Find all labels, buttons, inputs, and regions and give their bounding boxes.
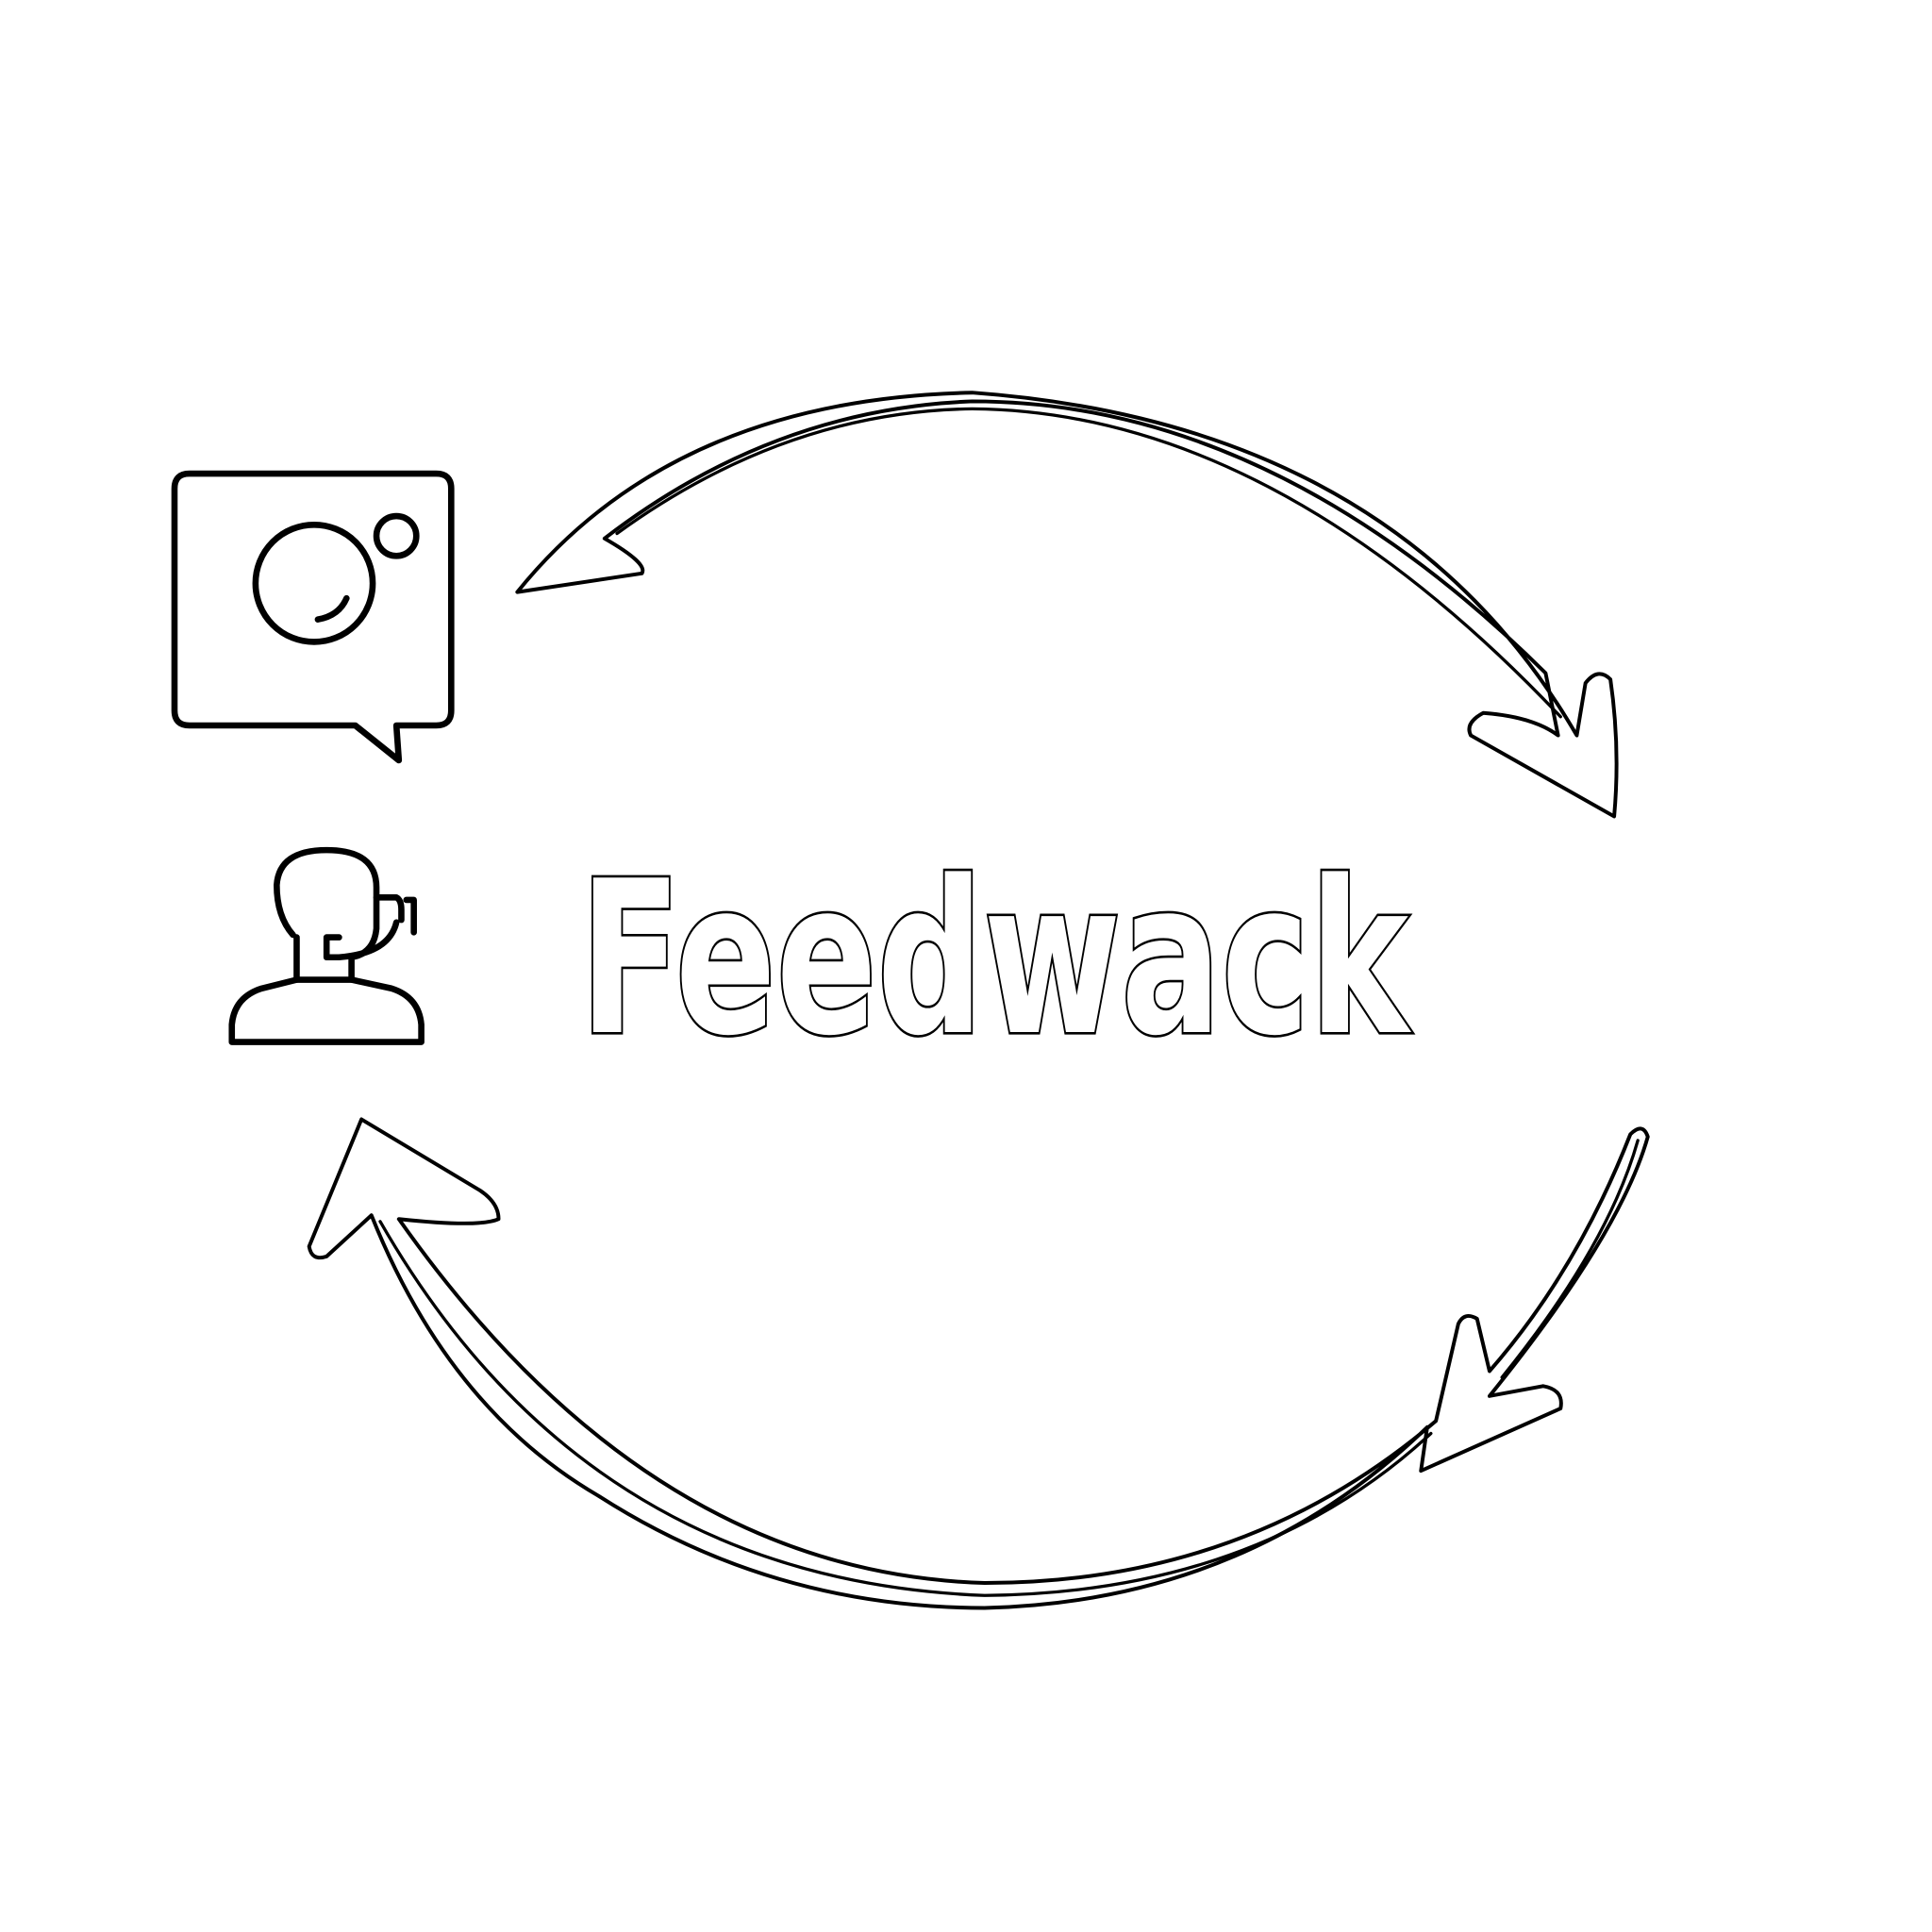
support-agent-icon (228, 846, 425, 1045)
title-text: Feedwack (579, 836, 1411, 1082)
chat-bubble-camera-icon (171, 470, 455, 764)
cycle-arrow-bottom (307, 1117, 1650, 1610)
cycle-arrow-top (515, 391, 1619, 819)
